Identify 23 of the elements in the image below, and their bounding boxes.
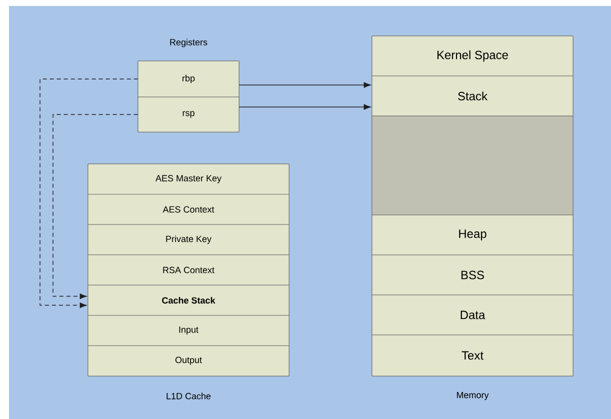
memory-cell: Heap: [372, 214, 574, 256]
node-label: Memory: [456, 392, 489, 400]
memory-cell: Stack: [372, 76, 574, 116]
cache-cell: Cache Stack: [88, 284, 290, 316]
cache-cell: AES Context: [88, 194, 290, 225]
cache-cell: Input: [88, 315, 290, 346]
arrow: [52, 114, 138, 300]
cache-cell: Private Key: [88, 224, 290, 256]
node-label: L1D Cache: [166, 392, 211, 400]
cache-cell: Output: [88, 346, 290, 376]
register-cell: rsp: [138, 96, 240, 132]
memory-cell: BSS: [372, 254, 574, 296]
arrow: [40, 78, 138, 308]
free-space-block: [372, 116, 574, 216]
arrow: [238, 82, 371, 88]
node-label: Registers: [170, 38, 208, 48]
cache-cell: RSA Context: [88, 254, 290, 286]
arrow: [238, 104, 371, 110]
memory-cell: Data: [372, 294, 574, 336]
memory-cell: Kernel Space: [372, 36, 574, 76]
memory-cell: Text: [372, 334, 574, 376]
register-cell: rbp: [138, 60, 240, 98]
cache-cell: AES Master Key: [88, 164, 290, 194]
